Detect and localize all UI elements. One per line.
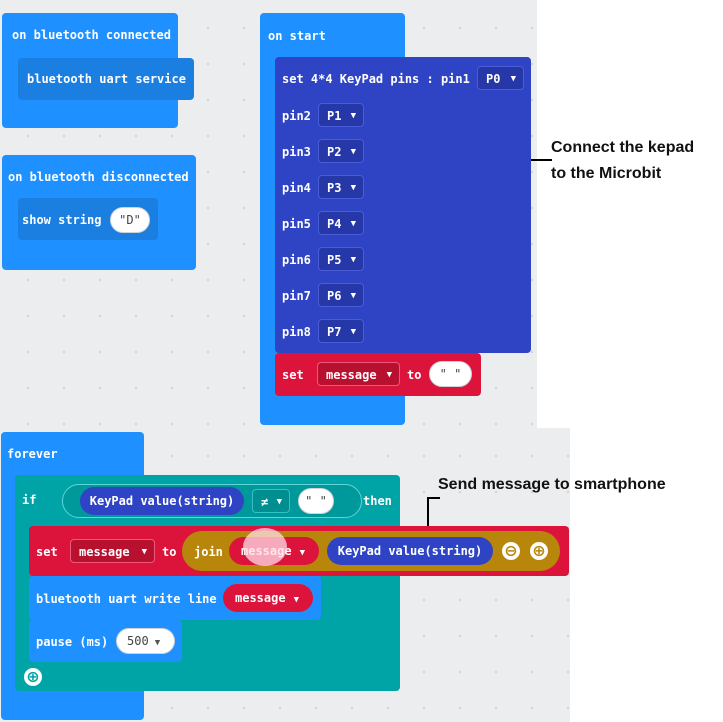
chevron-down-icon: ▼ bbox=[386, 370, 392, 380]
chevron-down-icon: ▼ bbox=[141, 547, 147, 557]
neq-label: ≠ bbox=[261, 495, 269, 509]
pin4-dropdown[interactable]: P3 ▼ bbox=[318, 175, 364, 199]
chevron-down-icon: ▼ bbox=[350, 183, 356, 193]
forever-label: forever bbox=[7, 447, 58, 461]
if-label: if bbox=[22, 493, 37, 507]
keypad-value-block-join[interactable]: KeyPad value(string) bbox=[327, 537, 493, 565]
pin4-value: P3 bbox=[327, 181, 342, 195]
add-else-icon[interactable]: ⊕ bbox=[24, 668, 42, 686]
pause-value-dropdown[interactable]: 500 ▼ bbox=[116, 628, 175, 654]
to-label: to bbox=[407, 368, 422, 382]
remove-input-icon[interactable]: ⊖ bbox=[502, 542, 520, 560]
chevron-down-icon: ▼ bbox=[510, 74, 516, 84]
pin8-label: pin8 bbox=[282, 325, 311, 339]
pin3-value: P2 bbox=[327, 145, 342, 159]
pause-label: pause (ms) bbox=[36, 635, 109, 649]
drag-highlight bbox=[243, 528, 287, 566]
chevron-down-icon: ▼ bbox=[350, 255, 356, 265]
set-keypad-pins-label: set 4*4 KeyPad pins : pin1 bbox=[282, 72, 470, 86]
message-variable-dropdown-forever[interactable]: message ▼ bbox=[70, 539, 155, 563]
set-label-forever: set bbox=[36, 545, 58, 559]
pin6-dropdown[interactable]: P5 ▼ bbox=[318, 247, 364, 271]
on-start-label: on start bbox=[268, 29, 326, 43]
pin6-value: P5 bbox=[327, 253, 342, 267]
message-variable-label: message bbox=[326, 368, 377, 382]
set-label: set bbox=[282, 368, 304, 382]
pin1-value: P0 bbox=[486, 72, 501, 86]
pin8-dropdown[interactable]: P7 ▼ bbox=[318, 319, 364, 343]
on-bluetooth-connected-label: on bluetooth connected bbox=[12, 28, 171, 42]
then-label: then bbox=[363, 494, 392, 508]
pin6-label: pin6 bbox=[282, 253, 311, 267]
chevron-down-icon: ▼ bbox=[293, 595, 299, 605]
chevron-down-icon: ▼ bbox=[350, 291, 356, 301]
join-label: join bbox=[194, 545, 223, 559]
message-variable-label-forever: message bbox=[79, 545, 130, 559]
chevron-down-icon: ▼ bbox=[350, 147, 356, 157]
chevron-down-icon: ▼ bbox=[276, 497, 282, 507]
pin8-value: P7 bbox=[327, 325, 342, 339]
keypad-value-label: KeyPad value(string) bbox=[89, 494, 235, 508]
to-label-forever: to bbox=[162, 545, 177, 559]
chevron-down-icon: ▼ bbox=[350, 219, 356, 229]
chevron-down-icon: ▼ bbox=[350, 111, 356, 121]
pin7-value: P6 bbox=[327, 289, 342, 303]
keypad-value-block-condition[interactable]: KeyPad value(string) bbox=[80, 487, 244, 515]
pin1-dropdown[interactable]: P0 ▼ bbox=[477, 66, 524, 90]
pin2-label: pin2 bbox=[282, 109, 311, 123]
chevron-down-icon: ▼ bbox=[299, 548, 305, 558]
bluetooth-uart-service-label: bluetooth uart service bbox=[27, 72, 186, 86]
message-variable-dropdown[interactable]: message ▼ bbox=[317, 362, 400, 386]
show-string-label: show string bbox=[22, 213, 102, 227]
pin3-label: pin3 bbox=[282, 145, 311, 159]
send-annotation: Send message to smartphone bbox=[438, 476, 666, 493]
pin5-dropdown[interactable]: P4 ▼ bbox=[318, 211, 364, 235]
chevron-down-icon: ▼ bbox=[154, 638, 161, 648]
connect-annotation-line1: Connect the kepad bbox=[551, 139, 695, 156]
pin7-label: pin7 bbox=[282, 289, 311, 303]
message-variable-write[interactable]: message ▼ bbox=[223, 584, 313, 612]
keypad-value-join-label: KeyPad value(string) bbox=[337, 544, 483, 558]
pin7-dropdown[interactable]: P6 ▼ bbox=[318, 283, 364, 307]
pin5-value: P4 bbox=[327, 217, 342, 231]
chevron-down-icon: ▼ bbox=[350, 327, 356, 337]
compare-operator-dropdown[interactable]: ≠▼ bbox=[252, 489, 290, 513]
show-string-value[interactable]: "D" bbox=[110, 207, 150, 233]
add-input-icon[interactable]: ⊕ bbox=[530, 542, 548, 560]
pin2-value: P1 bbox=[327, 109, 342, 123]
bluetooth-uart-write-line-label: bluetooth uart write line bbox=[36, 592, 217, 606]
bluetooth-uart-service-block[interactable] bbox=[18, 58, 194, 100]
pin4-label: pin4 bbox=[282, 181, 311, 195]
message-variable-write-label: message bbox=[235, 591, 286, 605]
pin2-dropdown[interactable]: P1 ▼ bbox=[318, 103, 364, 127]
on-bluetooth-disconnected-label: on bluetooth disconnected bbox=[8, 170, 189, 184]
compare-empty-string[interactable]: " " bbox=[298, 488, 334, 514]
pause-value: 500 bbox=[127, 634, 149, 648]
pin3-dropdown[interactable]: P2 ▼ bbox=[318, 139, 364, 163]
empty-string-value[interactable]: " " bbox=[429, 361, 472, 387]
set-keypad-pins-block[interactable] bbox=[275, 57, 531, 353]
pin5-label: pin5 bbox=[282, 217, 311, 231]
connect-annotation-line2: to the Microbit bbox=[551, 165, 662, 182]
